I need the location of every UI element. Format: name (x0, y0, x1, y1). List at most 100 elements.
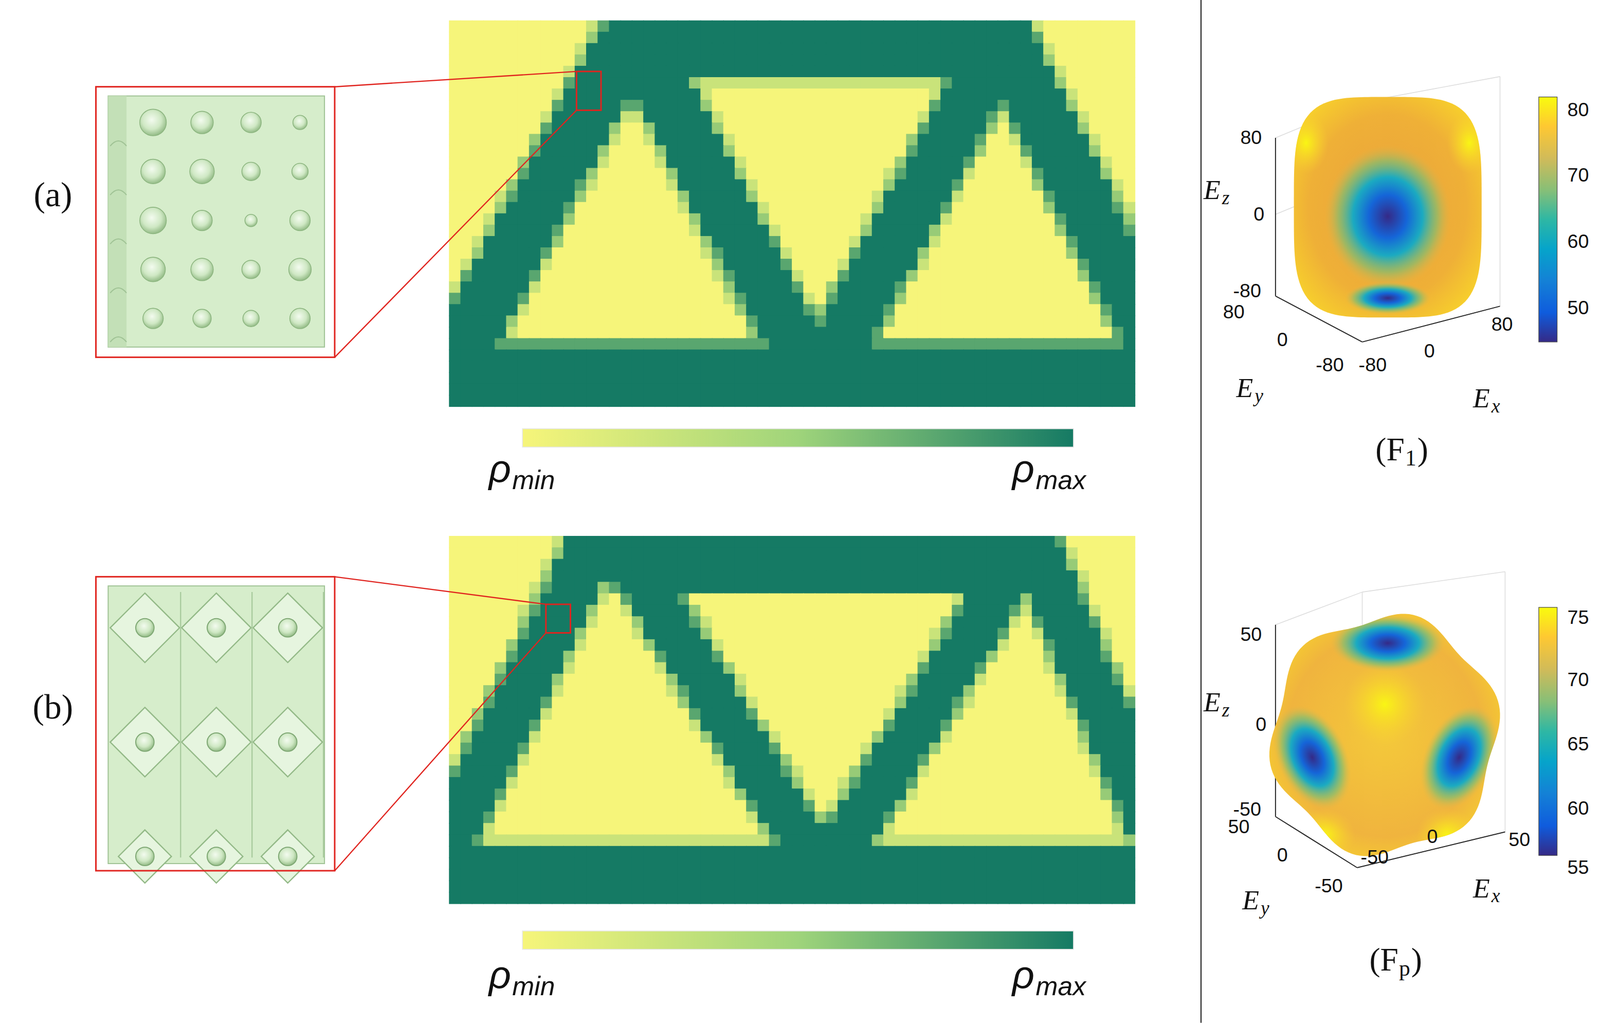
density-cell (1054, 99, 1067, 112)
density-cell (529, 77, 541, 89)
density-cell (826, 77, 839, 89)
density-cell (963, 190, 976, 203)
density-cell (654, 190, 667, 203)
density-cell (1020, 54, 1033, 67)
density-cell (974, 258, 987, 271)
density-cell (940, 360, 953, 373)
density-cell (517, 213, 530, 226)
density-cell (608, 20, 621, 33)
density-cell (1077, 77, 1090, 89)
density-cell (574, 281, 587, 294)
density-cell (608, 224, 621, 237)
density-cell (471, 202, 484, 214)
density-cell (826, 213, 839, 226)
density-cell (814, 179, 827, 192)
density-cell (448, 394, 461, 407)
density-cell (997, 360, 1010, 373)
density-cell (917, 360, 930, 373)
density-cell (791, 349, 804, 362)
density-cell (1054, 190, 1067, 203)
density-cell (700, 202, 713, 214)
density-cell (551, 77, 564, 89)
density-cell (883, 383, 896, 396)
density-cell (529, 43, 541, 56)
density-cell (1112, 269, 1124, 282)
density-cell (1123, 20, 1136, 33)
density-cell (666, 122, 679, 135)
density-cell (712, 190, 724, 203)
density-cell (871, 258, 884, 271)
density-cell (917, 258, 930, 271)
density-cell (905, 43, 918, 56)
density-cell (608, 168, 621, 180)
density-cell (1100, 88, 1113, 101)
density-cell (654, 156, 667, 169)
density-cell (631, 292, 644, 305)
density-cell (917, 315, 930, 327)
density-cell (860, 43, 872, 56)
density-cell (1043, 247, 1056, 260)
density-cell (803, 360, 815, 373)
density-cell (654, 43, 667, 56)
density-cell (620, 133, 633, 146)
density-cell (551, 303, 564, 316)
density-cell (803, 202, 815, 214)
density-cell (871, 144, 884, 157)
density-cell (471, 394, 484, 407)
density-cell (974, 292, 987, 305)
density-cell (929, 202, 941, 214)
density-cell (963, 292, 976, 305)
density-cell (505, 360, 518, 373)
density-cell (1008, 190, 1021, 203)
density-cell (505, 99, 518, 112)
density-cell (1031, 213, 1044, 226)
density-cell (951, 281, 964, 294)
density-cell (997, 213, 1010, 226)
density-cell (666, 372, 679, 385)
density-cell (780, 99, 793, 112)
density-cell (940, 88, 953, 101)
density-cell (883, 122, 896, 135)
density-cell (563, 349, 576, 362)
density-cell (551, 213, 564, 226)
density-cell (871, 156, 884, 169)
density-cell (654, 372, 667, 385)
density-cell (666, 349, 679, 362)
density-cell (814, 65, 827, 78)
density-cell (826, 43, 839, 56)
density-cell (620, 269, 633, 282)
density-cell (620, 20, 633, 33)
density-cell (951, 360, 964, 373)
density-cell (700, 190, 713, 203)
density-cell (517, 31, 530, 44)
density-cell (883, 360, 896, 373)
density-cell (917, 349, 930, 362)
density-cell (814, 77, 827, 89)
density-cell (940, 326, 953, 339)
density-cell (1031, 43, 1044, 56)
density-cell (1031, 133, 1044, 146)
density-cell (986, 202, 998, 214)
density-cell (894, 202, 907, 214)
density-cell (837, 99, 850, 112)
density-cell (1054, 122, 1067, 135)
density-cell (894, 20, 907, 33)
density-cell (1100, 303, 1113, 316)
density-cell (848, 303, 861, 316)
density-cell (483, 43, 496, 56)
density-cell (951, 168, 964, 180)
density-cell (894, 315, 907, 327)
density-cell (666, 43, 679, 56)
density-cell (448, 190, 461, 203)
density-cell (505, 292, 518, 305)
density-cell (551, 20, 564, 33)
density-cell (1112, 258, 1124, 271)
density-cell (586, 349, 598, 362)
density-cell (620, 77, 633, 89)
density-cell (837, 202, 850, 214)
density-cell (574, 360, 587, 373)
density-cell (517, 269, 530, 282)
density-cell (974, 190, 987, 203)
density-cell (700, 224, 713, 237)
density-cell (963, 258, 976, 271)
